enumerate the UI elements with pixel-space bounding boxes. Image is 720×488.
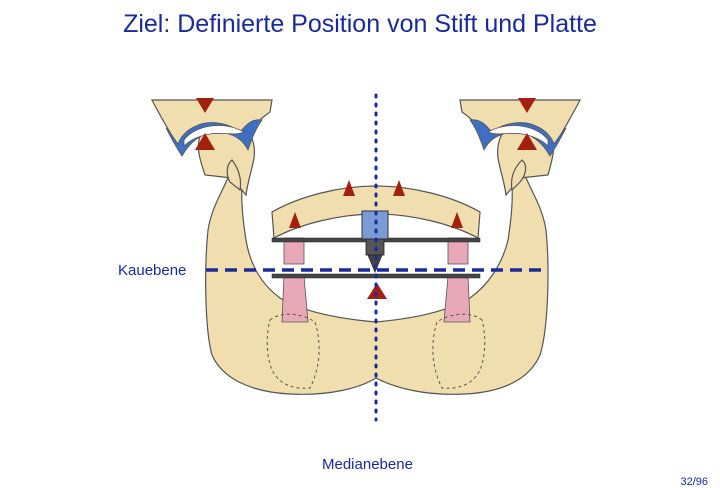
page-number: 32/96 [680, 476, 708, 488]
right-inner-area [432, 313, 486, 389]
mandible-body [205, 167, 549, 395]
occlusal-plane-label: Kauebene [118, 262, 187, 279]
left-coronoid [226, 159, 242, 192]
right-coronoid [510, 159, 527, 192]
arrow-right-condyle-up [517, 133, 537, 150]
pin-tip [367, 254, 383, 274]
left-disc [183, 125, 245, 147]
left-inner-area [266, 313, 320, 389]
arrow-maxilla-4 [451, 212, 463, 228]
arrow-right-fossa-down [518, 98, 536, 113]
arrow-left-condyle-up [195, 133, 215, 150]
arrow-plate-up [367, 283, 387, 299]
slide-title: Ziel: Definierte Position von Stift und … [123, 10, 597, 38]
arrow-maxilla-2 [393, 180, 405, 196]
arrow-maxilla-1 [343, 180, 355, 196]
arrow-maxilla-3 [289, 212, 301, 228]
pin-block [361, 210, 389, 240]
median-plane-label: Medianebene [322, 456, 413, 473]
arrow-left-fossa-down [196, 98, 214, 113]
right-disc [487, 125, 549, 147]
